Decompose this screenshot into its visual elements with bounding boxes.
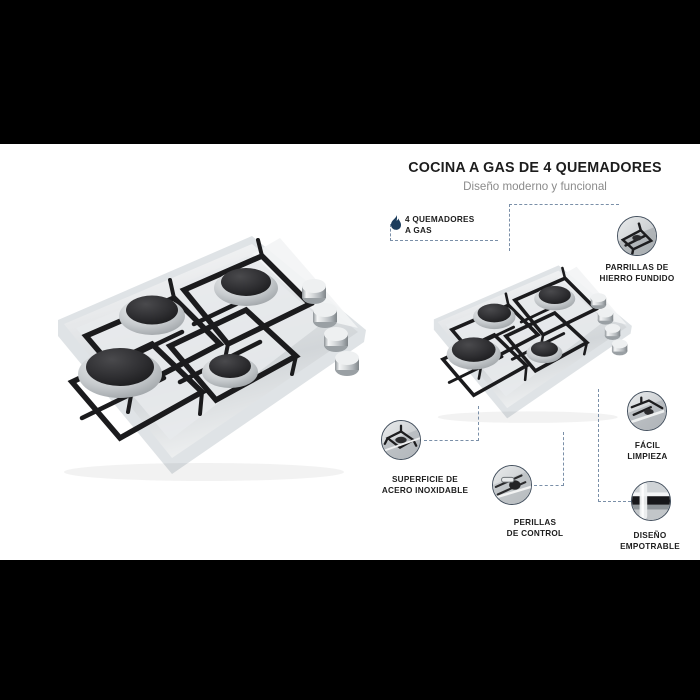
feature-label-quemadores: 4 QUEMADORES A GAS bbox=[405, 214, 515, 236]
feature-label-perillas: PERILLAS DE CONTROL bbox=[476, 517, 594, 539]
feature-label-parrillas-line1: PARRILLAS DE bbox=[605, 263, 669, 272]
burner-upper-right bbox=[214, 268, 278, 306]
feature-label-parrillas: PARRILLAS DE HIERRO FUNDIDO bbox=[578, 262, 696, 284]
connector-parrillas-v bbox=[509, 204, 510, 251]
feature-label-empotrable-line1: DISEÑO bbox=[633, 531, 667, 540]
page-title: COCINA A GAS DE 4 QUEMADORES bbox=[408, 160, 662, 176]
connector-perillas-h bbox=[534, 485, 564, 486]
built-in-edge-icon bbox=[631, 481, 671, 521]
letterbox-bottom bbox=[0, 560, 700, 700]
control-knob-icon bbox=[492, 465, 532, 505]
burner-lower-left bbox=[78, 348, 162, 398]
burner-lower-right bbox=[202, 354, 258, 388]
product-image-cooktop-secondary bbox=[412, 252, 637, 437]
connector-superficie-v bbox=[478, 406, 479, 441]
connector-empotrable-h bbox=[598, 501, 631, 502]
feature-label-quemadores-line2: A GAS bbox=[405, 226, 432, 236]
feature-label-quemadores-line1: 4 QUEMADORES bbox=[405, 215, 475, 224]
feature-label-superficie-line1: SUPERFICIE DE bbox=[391, 475, 459, 484]
infographic-canvas: COCINA A GAS DE 4 QUEMADORES Diseño mode… bbox=[0, 144, 700, 560]
feature-label-perillas-line2: DE CONTROL bbox=[506, 529, 564, 539]
grate-clean-icon bbox=[627, 391, 667, 431]
feature-label-empotrable-line2: EMPOTRABLE bbox=[620, 542, 680, 552]
page-subtitle: Diseño moderno y funcional bbox=[463, 180, 607, 193]
burner-surface-icon bbox=[381, 420, 421, 460]
feature-label-superficie-line2: ACERO INOXIDABLE bbox=[381, 486, 469, 496]
connector-superficie-h bbox=[424, 440, 479, 441]
feature-label-limpieza-line2: LIMPIEZA bbox=[627, 452, 668, 462]
connector-quemadores-h bbox=[390, 240, 498, 241]
connector-empotrable-v bbox=[598, 389, 599, 502]
connector-parrillas-h bbox=[509, 204, 619, 205]
product-image-cooktop-main bbox=[24, 224, 374, 494]
feature-label-superficie: SUPERFICIE DE ACERO INOXIDABLE bbox=[364, 474, 486, 496]
feature-label-limpieza-line1: FÁCIL bbox=[634, 441, 661, 450]
connector-quemadores-v bbox=[390, 224, 391, 241]
flame-icon bbox=[390, 215, 402, 232]
letterbox-top bbox=[0, 0, 700, 144]
feature-label-parrillas-line2: HIERRO FUNDIDO bbox=[599, 274, 675, 284]
control-knobs bbox=[302, 279, 359, 376]
feature-label-perillas-line1: PERILLAS bbox=[513, 518, 557, 527]
feature-label-limpieza: FÁCIL LIMPIEZA bbox=[600, 440, 695, 462]
burner-upper-left bbox=[119, 295, 185, 335]
cast-iron-grate-icon bbox=[617, 216, 657, 256]
feature-label-empotrable: DISEÑO EMPOTRABLE bbox=[600, 530, 700, 552]
connector-perillas-v bbox=[563, 432, 564, 486]
